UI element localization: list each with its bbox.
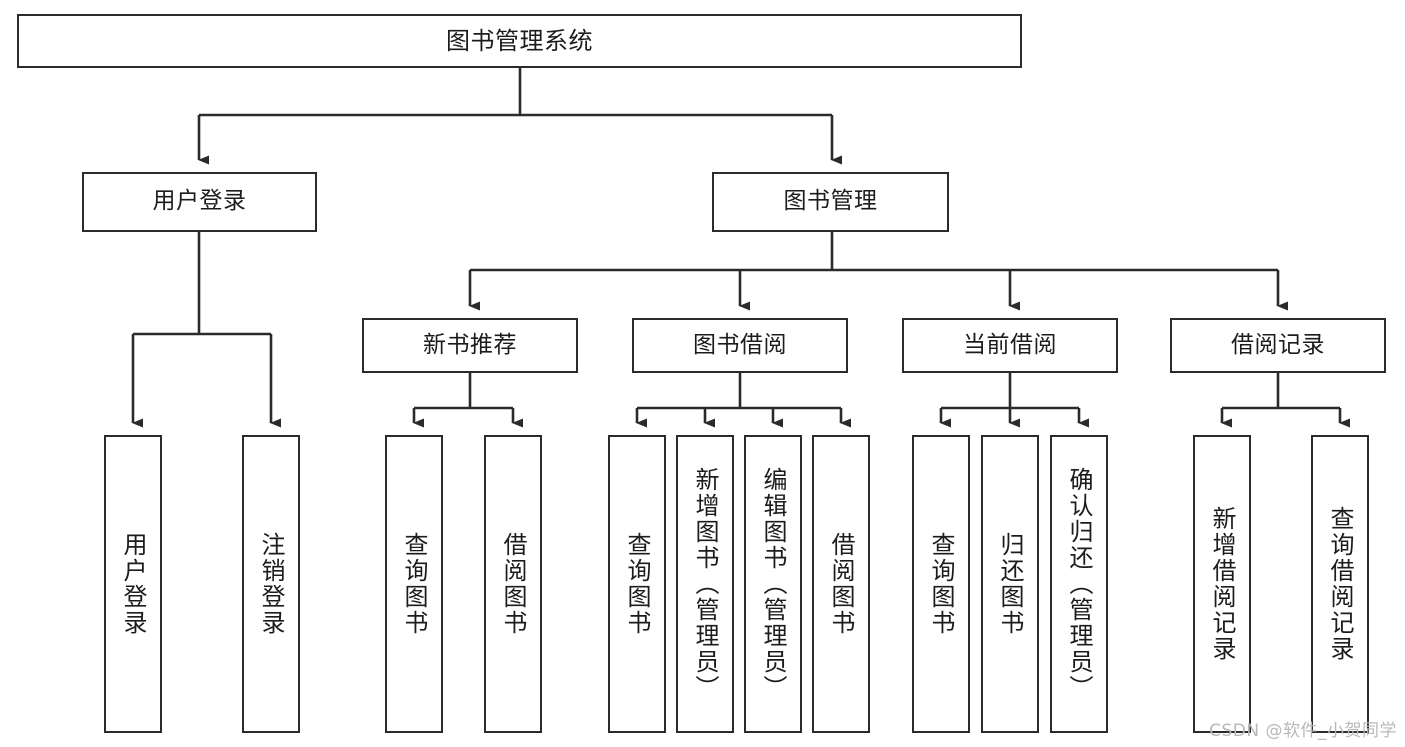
node-label: 图书管理系统 [446,26,593,55]
node-user-login[interactable]: 用户登录 [82,172,317,232]
node-label: 注销登录 [257,532,285,636]
connector-currentborrow-to-leaves [939,373,1089,428]
leaf-add-borrow-record[interactable]: 新增借阅记录 [1193,435,1251,733]
leaf-borrow-books[interactable]: 借阅图书 [812,435,870,733]
connector-userlogin-to-leaves [131,232,281,428]
leaf-add-book-admin[interactable]: 新增图书（管理员） [676,435,734,733]
node-label: 查询图书 [927,532,955,636]
node-label: 归还图书 [996,532,1024,636]
node-label: 借阅图书 [499,532,527,636]
node-label: 用户登录 [152,188,247,215]
leaf-query-books-recommend[interactable]: 查询图书 [385,435,443,733]
node-label: 查询借阅记录 [1326,506,1354,662]
connector-bookmgmt-to-level3 [468,232,1288,311]
leaf-return-books[interactable]: 归还图书 [981,435,1039,733]
node-label: 新书推荐 [423,331,517,358]
node-label: 新增图书（管理员） [691,467,719,701]
connector-bookborrow-to-leaves [635,373,851,428]
node-label: 编辑图书（管理员） [759,467,787,701]
leaf-query-borrow-record[interactable]: 查询借阅记录 [1311,435,1369,733]
leaf-edit-book-admin[interactable]: 编辑图书（管理员） [744,435,802,733]
node-label: 当前借阅 [963,331,1057,358]
node-label: 查询图书 [400,532,428,636]
node-label: 新增借阅记录 [1208,506,1236,662]
node-book-borrow[interactable]: 图书借阅 [632,318,848,373]
connector-newbook-to-leaves [412,373,523,428]
leaf-query-books-borrow[interactable]: 查询图书 [608,435,666,733]
node-label: 用户登录 [119,532,147,636]
node-label: 确认归还（管理员） [1065,467,1093,701]
node-label: 图书借阅 [693,331,787,358]
connector-borrowrecord-to-leaves [1220,373,1350,428]
node-new-book-recommend[interactable]: 新书推荐 [362,318,578,373]
node-current-borrow[interactable]: 当前借阅 [902,318,1118,373]
node-borrow-record[interactable]: 借阅记录 [1170,318,1386,373]
node-root-book-management-system[interactable]: 图书管理系统 [17,14,1022,68]
node-label: 查询图书 [623,532,651,636]
node-label: 借阅记录 [1231,331,1325,358]
leaf-borrow-books-recommend[interactable]: 借阅图书 [484,435,542,733]
connector-root-to-level2 [197,68,842,165]
watermark-text: CSDN @软件_小贺同学 [1209,721,1397,741]
node-label: 借阅图书 [827,532,855,636]
leaf-confirm-return-admin[interactable]: 确认归还（管理员） [1050,435,1108,733]
node-label: 图书管理 [783,188,878,215]
leaf-query-books-current[interactable]: 查询图书 [912,435,970,733]
leaf-user-login[interactable]: 用户登录 [104,435,162,733]
leaf-logout[interactable]: 注销登录 [242,435,300,733]
node-book-management[interactable]: 图书管理 [712,172,949,232]
